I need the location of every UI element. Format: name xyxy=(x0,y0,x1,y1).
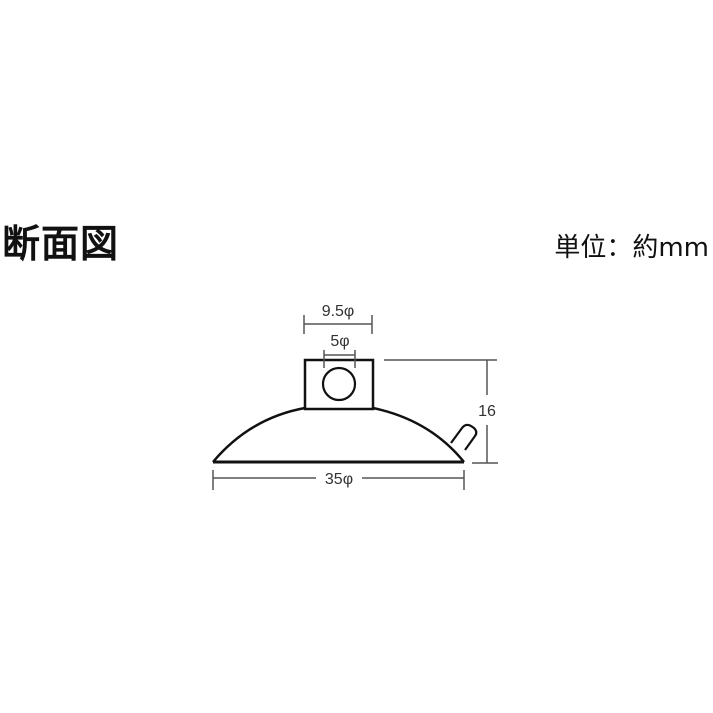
dim-hole-diameter-label: 5φ xyxy=(330,333,349,350)
dim-height-label: 16 xyxy=(478,403,496,420)
page-title: 断面図 xyxy=(2,222,120,266)
release-tab xyxy=(450,423,478,451)
dim-outer-diameter xyxy=(303,315,373,334)
unit-label: 単位：約mm xyxy=(554,233,709,263)
dim-base-diameter xyxy=(212,470,465,490)
hole-circle xyxy=(321,366,357,402)
dim-base-diameter-label: 35φ xyxy=(325,471,353,488)
dim-hole-diameter xyxy=(323,350,356,368)
dim-outer-diameter-label: 9.5φ xyxy=(322,303,355,320)
suction-cup-dome xyxy=(212,406,465,463)
dim-height xyxy=(384,359,498,464)
